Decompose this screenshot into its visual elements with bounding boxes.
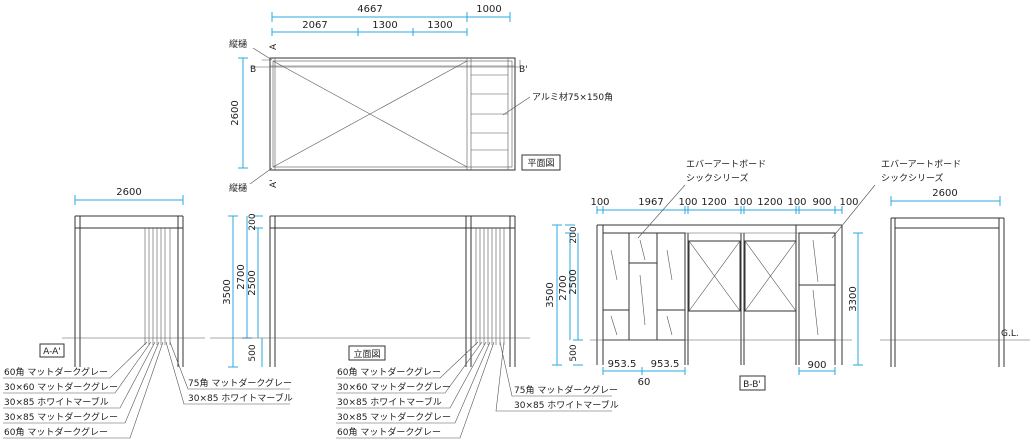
bb-dim-top-6: 1200 (757, 197, 782, 208)
panel-label-2b: シックシリーズ (881, 172, 944, 184)
front-label-2: 30×60 マットダークグレー (337, 381, 451, 393)
gl-label: G.L. (1001, 329, 1019, 339)
bb-dim-top-5: 100 (733, 197, 752, 208)
dim-1300-a: 1300 (372, 20, 397, 31)
dim-1000: 1000 (476, 4, 501, 15)
section-a2-marker: A' (269, 179, 279, 188)
section-aa-view: 2600 A-A' 60角 マットダークグレー 30×60 マットダークグレー … (3, 187, 293, 439)
front-label-5: 60角 マットダークグレー (337, 426, 441, 438)
plan-view: 4667 1000 2067 1300 1300 2600 縦樋 縦樋 B B'… (229, 4, 613, 194)
bb-dim-top-3: 100 (678, 197, 697, 208)
bb-dim-500: 500 (569, 344, 579, 361)
bb-dim-top-4: 1200 (701, 197, 726, 208)
right-dim-2600: 2600 (932, 188, 957, 199)
panel-label-2a: エバーアートボード (881, 159, 961, 170)
plan-title: 平面図 (527, 158, 554, 169)
downspout-label-top: 縦樋 (229, 38, 247, 50)
section-bb-view: 100 1967 100 1200 100 1200 100 900 100 3… (545, 159, 961, 391)
dim-2067: 2067 (302, 20, 327, 31)
aa-label-5: 60角 マットダークグレー (4, 426, 108, 438)
dim-1300-b: 1300 (427, 20, 452, 31)
aa-label-4: 30×85 マットダークグレー (4, 411, 118, 423)
section-a-marker: A (269, 43, 279, 50)
panel-label-1b: シックシリーズ (686, 172, 749, 184)
bb-dim-900: 900 (807, 360, 826, 371)
aa-dim-2600: 2600 (116, 187, 141, 198)
front-dim-3500: 3500 (222, 279, 233, 304)
bb-dim-top-9: 100 (839, 197, 858, 208)
right-side-view: 2600 G.L. (880, 188, 1030, 367)
front-title: 立面図 (353, 348, 380, 360)
front-label-3: 30×85 ホワイトマーブル (337, 396, 442, 408)
bb-dim-top-2: 1967 (638, 197, 663, 208)
front-dim-200: 200 (248, 213, 258, 230)
front-label-4: 30×85 マットダークグレー (337, 411, 451, 423)
aa-label-right-2: 30×85 ホワイトマーブル (188, 392, 293, 404)
bb-dim-top-1: 100 (590, 197, 609, 208)
front-label-right-1: 75角 マットダークグレー (514, 384, 618, 396)
aluminum-label: アルミ材75×150角 (532, 91, 613, 103)
aa-label-right-1: 75角 マットダークグレー (188, 377, 292, 389)
section-b-marker: B (250, 65, 256, 75)
bb-dim-953-5-a: 953.5 (608, 359, 637, 370)
bb-title: B-B' (743, 380, 761, 390)
bb-dim-200: 200 (569, 226, 579, 243)
bb-dim-3500: 3500 (545, 282, 556, 307)
dim-2600-depth: 2600 (230, 100, 241, 125)
panel-label-1a: エバーアートボード (686, 159, 766, 170)
bb-dim-2700: 2700 (558, 275, 569, 300)
front-dim-2700: 2700 (236, 264, 247, 289)
bb-dim-60: 60 (638, 377, 651, 388)
front-dim-2500: 2500 (247, 270, 258, 295)
bb-dim-3300: 3300 (848, 286, 859, 311)
aa-label-1: 60角 マットダークグレー (4, 366, 108, 378)
downspout-label-bottom: 縦樋 (229, 182, 247, 194)
front-label-right-2: 30×85 ホワイトマーブル (514, 399, 619, 411)
section-b2-marker: B' (519, 65, 528, 75)
bb-dim-top-7: 100 (787, 197, 806, 208)
bb-dim-top-8: 900 (812, 197, 831, 208)
dim-4667: 4667 (357, 4, 382, 15)
front-label-1: 60角 マットダークグレー (337, 366, 441, 378)
aa-label-2: 30×60 マットダークグレー (4, 381, 118, 393)
front-elevation-view: 3500 2700 2500 200 500 立面図 60角 マットダークグレー… (210, 213, 619, 439)
bb-dim-953-5-b: 953.5 (651, 359, 680, 370)
aa-label-3: 30×85 ホワイトマーブル (4, 396, 109, 408)
aa-title: A-A' (43, 347, 61, 357)
front-dim-500: 500 (248, 344, 258, 361)
bb-dim-2500: 2500 (568, 269, 579, 294)
